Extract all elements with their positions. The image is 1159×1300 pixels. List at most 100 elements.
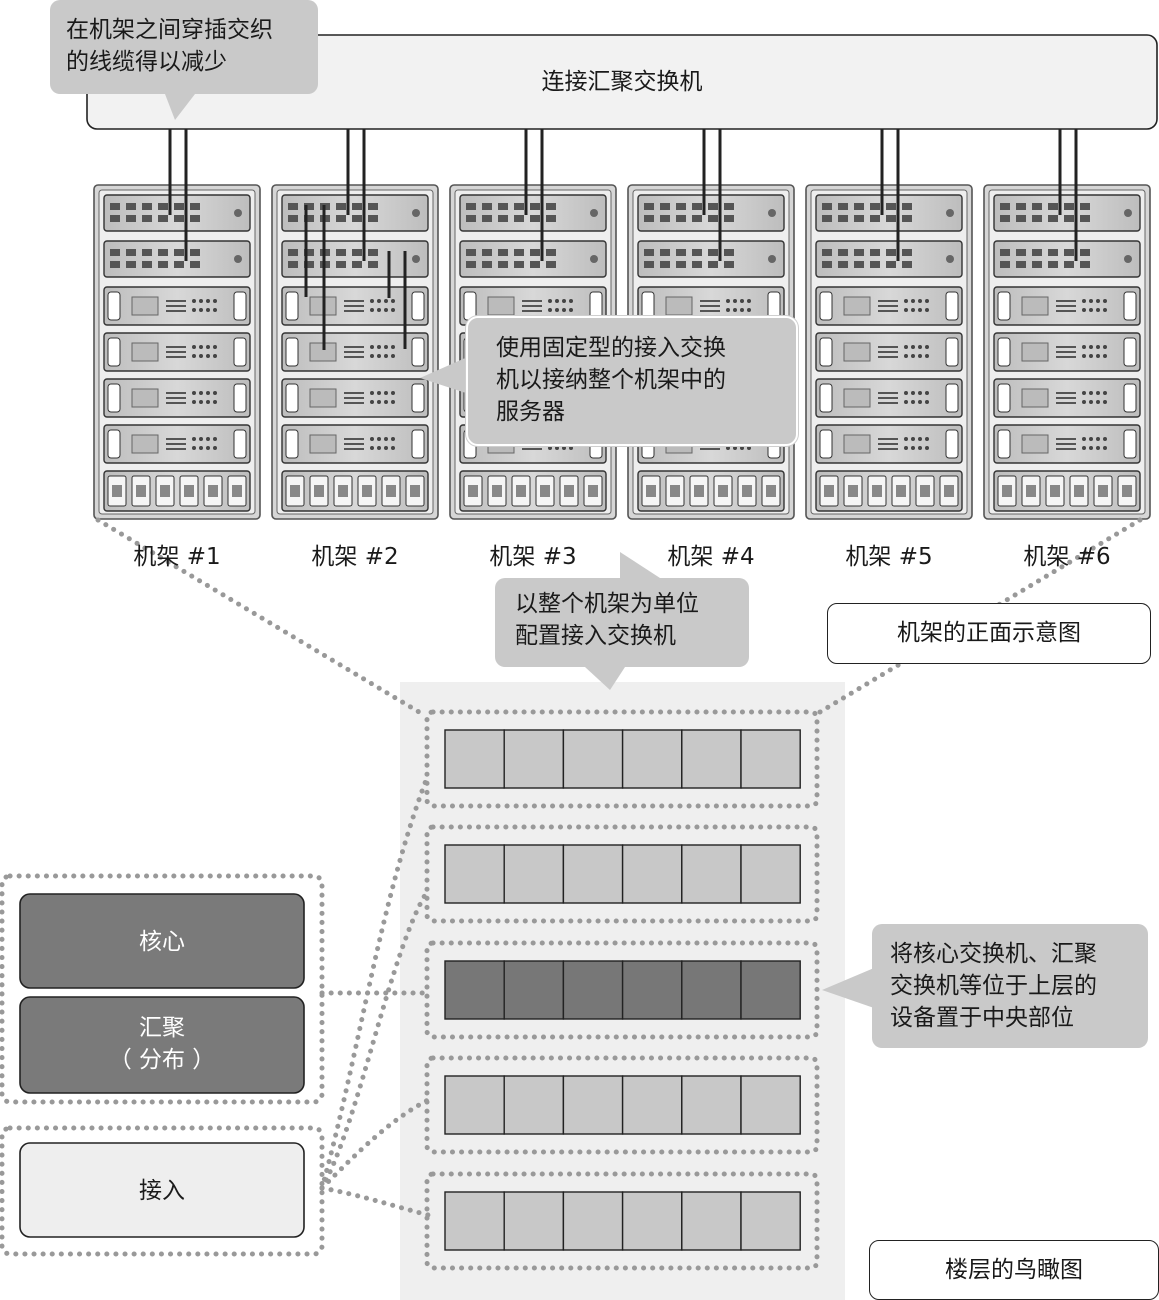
server-vent [344, 300, 364, 302]
switch-port [288, 249, 298, 256]
server-vent [166, 305, 186, 307]
switch-port [886, 203, 896, 210]
server-dot [747, 308, 751, 312]
switch-port [902, 249, 912, 256]
server-dot [192, 354, 196, 358]
drive-slot [208, 485, 218, 497]
rack-cell [681, 1191, 742, 1251]
server-dot [562, 446, 566, 450]
floor-row-2 [424, 824, 820, 924]
switch-port [854, 249, 864, 256]
switch-port [288, 215, 298, 222]
server-vent [344, 448, 364, 450]
server-dot [1103, 391, 1107, 395]
switch-port [482, 203, 492, 210]
drive-slot [516, 485, 526, 497]
server-vent [1056, 443, 1076, 445]
drive-slot [468, 485, 478, 497]
rack-2 [271, 184, 439, 520]
server-dot [370, 391, 374, 395]
rack-cell [740, 844, 801, 904]
server-handle [945, 383, 959, 413]
server-dot [1103, 308, 1107, 312]
server-vent [344, 346, 364, 348]
switch-port [336, 249, 346, 256]
switch-port [110, 249, 120, 256]
server-dot [1096, 400, 1100, 404]
rack-label-1: 机架 #1 [133, 544, 221, 570]
switch-port [838, 215, 848, 222]
server-dot [569, 446, 573, 450]
switch-port [498, 203, 508, 210]
switch-port [644, 261, 654, 268]
switch-led [946, 209, 954, 217]
server-dot [391, 391, 395, 395]
switch-port [142, 249, 152, 256]
rack-cell [444, 729, 505, 789]
access-switch-unit [281, 240, 429, 278]
switch-port [902, 215, 912, 222]
layer-aggregation-label: 汇聚 （ 分布 ） [108, 1015, 216, 1073]
switch-port [886, 261, 896, 268]
server-vent [344, 438, 364, 440]
server-dot [904, 437, 908, 441]
switch-port [838, 203, 848, 210]
switch-port [1080, 215, 1090, 222]
server-panel [131, 296, 159, 316]
switch-port [660, 215, 670, 222]
switch-port [838, 249, 848, 256]
server-vent [1056, 448, 1076, 450]
server-handle [997, 291, 1011, 321]
switch-port [1000, 249, 1010, 256]
switch-port [110, 261, 120, 268]
server-dot [548, 308, 552, 312]
server-dot [1089, 308, 1093, 312]
rack-cell [562, 1191, 624, 1251]
switch-port [158, 203, 168, 210]
switch-port [190, 249, 200, 256]
server-dot [370, 299, 374, 303]
server-dot [199, 391, 203, 395]
rack-cell [621, 844, 683, 904]
switch-port [1048, 261, 1058, 268]
server-vent [522, 305, 542, 307]
server-dot [925, 437, 929, 441]
switch-port [304, 203, 314, 210]
switch-port [660, 203, 670, 210]
server-dot [192, 400, 196, 404]
server-vent [344, 310, 364, 312]
server-vent [1056, 346, 1076, 348]
switch-port [902, 261, 912, 268]
server-dot [1089, 299, 1093, 303]
aggregation-switch-label: 连接汇聚交换机 [541, 69, 703, 95]
drive-slot [540, 485, 550, 497]
drive-slot [824, 485, 834, 497]
rack-cell [562, 729, 624, 789]
row-outline [424, 940, 820, 1040]
server-dot [391, 345, 395, 349]
access-switch-unit [815, 194, 963, 232]
switch-port [724, 261, 734, 268]
server-dot [1089, 400, 1093, 404]
server-dot [1096, 437, 1100, 441]
server-dot [918, 345, 922, 349]
server-dot [1096, 354, 1100, 358]
switch-port [288, 203, 298, 210]
server-vent [878, 438, 898, 440]
server-dot [1082, 400, 1086, 404]
server-dot [192, 446, 196, 450]
server-dot [384, 345, 388, 349]
access-switch-unit [281, 194, 429, 232]
server-handle [945, 337, 959, 367]
server-vent [166, 443, 186, 445]
switch-port [724, 249, 734, 256]
access-switch-unit [637, 194, 785, 232]
server-vent [1056, 300, 1076, 302]
server-dot [918, 446, 922, 450]
row-outline [424, 1171, 820, 1271]
server-vent [344, 397, 364, 399]
access-switch-unit [103, 240, 251, 278]
server-dot [1103, 446, 1107, 450]
server-dot [370, 308, 374, 312]
server-handle [1123, 383, 1137, 413]
